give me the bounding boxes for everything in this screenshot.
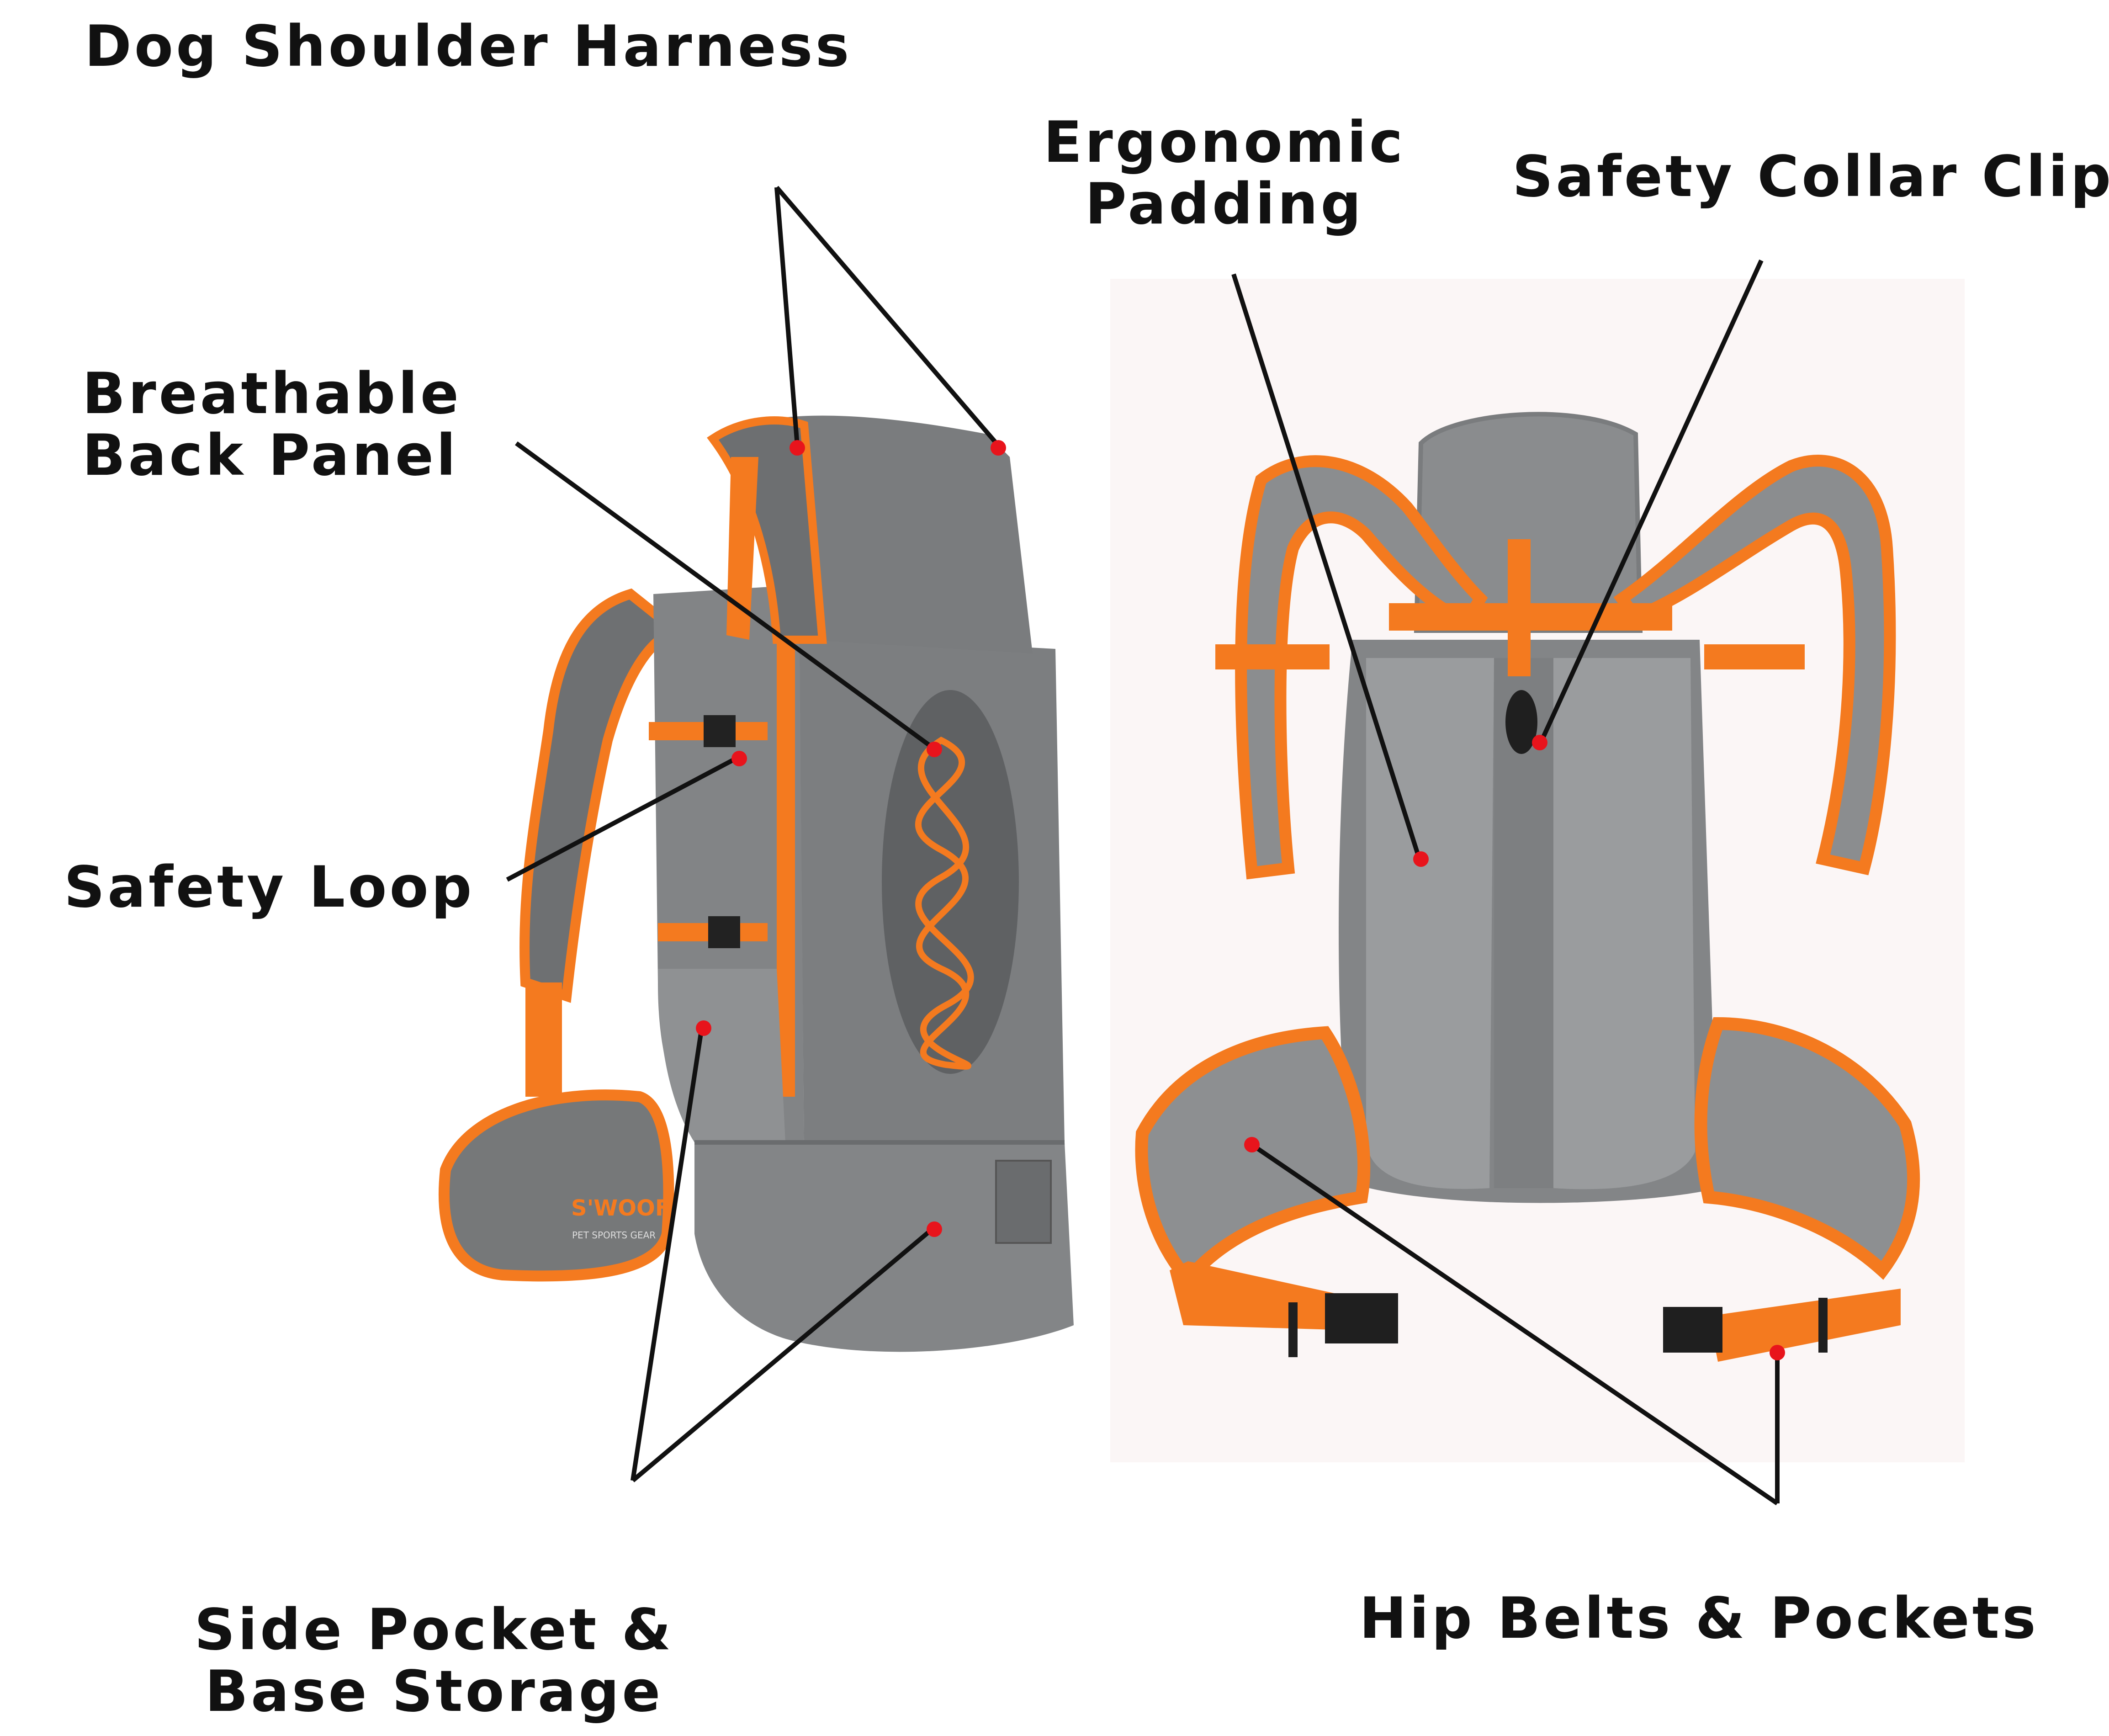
hip-buckle-right xyxy=(1663,1307,1722,1353)
marker-collar-clip xyxy=(1532,735,1547,750)
leader-side-pocket-2 xyxy=(631,1227,934,1482)
belt-loop-left xyxy=(1288,1302,1298,1357)
bungee-cord xyxy=(915,736,974,1070)
leader-hip-belt-1 xyxy=(1251,1142,1779,1506)
leader-safety-loop xyxy=(506,754,742,882)
backpack-back-view xyxy=(1135,412,1920,1362)
back-buckle-right xyxy=(1704,644,1805,669)
marker-side-pocket xyxy=(696,1020,711,1036)
marker-harness-left xyxy=(790,440,805,456)
buckle-clip-lower xyxy=(708,916,740,948)
hip-wing-right xyxy=(1694,1017,1920,1280)
hip-belt-right xyxy=(1709,1289,1901,1362)
hip-pouch xyxy=(439,1089,674,1282)
hip-buckle-left xyxy=(1325,1293,1398,1343)
back-hood xyxy=(1414,412,1643,633)
side-mesh-pocket xyxy=(658,969,786,1152)
buckle-clip-upper xyxy=(704,715,736,747)
backpack-front-view: S'WOOF PET SPORTS GEAR xyxy=(439,415,1074,1352)
markers xyxy=(696,440,1785,1360)
hood-side-strap xyxy=(726,457,758,640)
callout-lines xyxy=(506,186,1780,1506)
marker-hip-pocket xyxy=(1244,1137,1260,1152)
marker-safety-loop xyxy=(731,751,747,766)
label-ergonomic-padding: Ergonomic Padding xyxy=(1042,112,1407,235)
leader-harness-1 xyxy=(774,187,800,446)
back-buckle-left xyxy=(1215,644,1330,669)
label-breathable-back-panel: Breathable Back Panel xyxy=(82,361,462,488)
label-ergonomic-padding-line2: Padding xyxy=(1085,171,1364,237)
zip-trim xyxy=(777,640,795,1097)
label-breathable-line1: Breathable xyxy=(82,361,462,427)
breathable-mesh-panel xyxy=(882,690,1019,1074)
leader-side-pocket-1 xyxy=(631,1030,704,1481)
label-safety-collar-clip: Safety Collar Clip xyxy=(1512,144,2109,210)
marker-hip-belt xyxy=(1770,1345,1785,1360)
belt-loop-right xyxy=(1818,1298,1828,1353)
hip-wing-left xyxy=(1135,1026,1371,1290)
label-side-pocket-base-storage: Side Pocket & Base Storage xyxy=(192,1599,676,1723)
label-side-pocket-line1: Side Pocket & xyxy=(194,1597,674,1663)
brand-tagline-pouch: PET SPORTS GEAR xyxy=(572,1230,656,1241)
marker-back-panel xyxy=(927,742,942,757)
back-mesh-left xyxy=(1366,658,1494,1189)
leader-collar-clip xyxy=(1537,259,1764,746)
label-ergonomic-padding-line1: Ergonomic xyxy=(1043,110,1406,175)
back-strap-left xyxy=(1235,455,1488,880)
label-hip-belts-pockets: Hip Belts & Pockets xyxy=(1359,1586,2039,1651)
brand-tag-base xyxy=(995,1160,1052,1244)
label-dog-shoulder-harness: Dog Shoulder Harness xyxy=(85,14,852,80)
leader-padding xyxy=(1231,273,1421,858)
label-safety-loop: Safety Loop xyxy=(64,855,475,920)
marker-harness-right xyxy=(991,440,1006,456)
base-storage xyxy=(694,1142,1074,1352)
label-side-pocket-line2: Base Storage xyxy=(205,1659,663,1725)
collar-clip-strap xyxy=(1508,539,1531,676)
strap-lower-orange xyxy=(525,982,562,1097)
back-strap-right xyxy=(1613,455,1896,876)
leader-harness-2 xyxy=(775,186,1000,447)
back-mesh-right xyxy=(1553,658,1695,1189)
label-breathable-line2: Back Panel xyxy=(82,423,459,488)
brand-logo-pouch: S'WOOF xyxy=(571,1195,670,1221)
marker-base-storage xyxy=(927,1221,942,1237)
marker-padding xyxy=(1413,851,1429,867)
leader-back-panel xyxy=(515,441,933,749)
collar-clip xyxy=(1505,690,1537,754)
shoulder-strap-left xyxy=(519,588,687,1003)
